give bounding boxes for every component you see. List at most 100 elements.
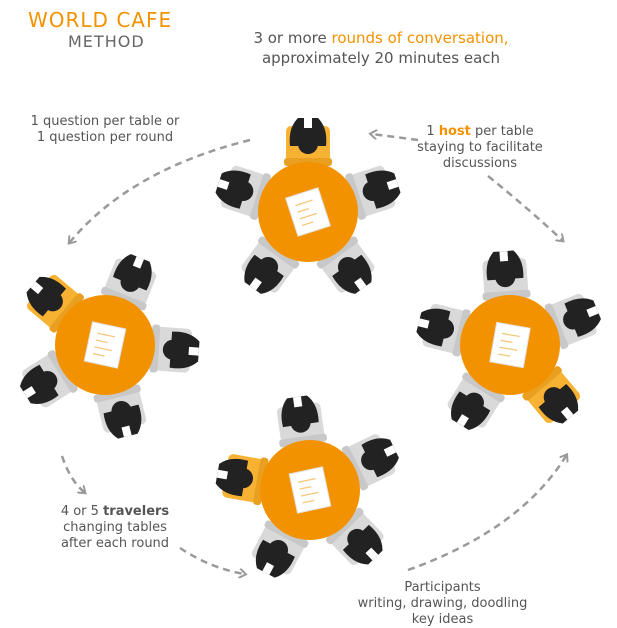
person-head bbox=[362, 181, 383, 202]
table-left bbox=[20, 254, 200, 439]
travelers-line2: changing tables bbox=[63, 520, 167, 535]
person-head bbox=[361, 450, 382, 471]
person-head bbox=[233, 181, 254, 202]
chair-back bbox=[345, 173, 367, 220]
travelers-highlight: travelers bbox=[103, 504, 170, 519]
participant-seat bbox=[325, 507, 384, 566]
host-highlight: host bbox=[438, 124, 471, 139]
host-seat bbox=[215, 454, 269, 506]
rotation-arrows bbox=[60, 134, 566, 574]
participant-seat bbox=[316, 236, 375, 294]
rounds-highlight: rounds of conversation, bbox=[331, 29, 509, 47]
question-line2: 1 question per round bbox=[36, 130, 174, 145]
participants-line2: writing, drawing, doodling bbox=[357, 596, 528, 611]
participant-seat bbox=[482, 250, 531, 301]
question-note: 1 question per table or 1 question per r… bbox=[0, 114, 210, 146]
participant-seat bbox=[251, 520, 309, 578]
person-collar bbox=[456, 414, 469, 427]
participant-seat bbox=[149, 324, 200, 373]
arrow-left-to-travelers bbox=[60, 455, 84, 492]
person-head bbox=[268, 540, 289, 561]
person-head bbox=[290, 412, 311, 433]
arrow-host-to-top bbox=[372, 134, 419, 142]
person-head bbox=[37, 371, 58, 392]
person-collar bbox=[383, 445, 397, 457]
brand-subtitle: METHOD bbox=[68, 32, 145, 51]
participants-line3: key ideas bbox=[411, 612, 474, 627]
person-collar bbox=[23, 386, 36, 399]
person-head bbox=[347, 528, 368, 549]
paper-sheet bbox=[285, 187, 331, 237]
person-head bbox=[233, 468, 254, 489]
rounds-line2: approximately 20 minutes each bbox=[261, 49, 501, 67]
person-collar bbox=[386, 179, 399, 190]
chair-back bbox=[100, 286, 147, 311]
host-line3: discussions bbox=[442, 156, 518, 171]
participants-note: Participants writing, drawing, doodling … bbox=[345, 580, 540, 628]
rounds-prefix: 3 or more bbox=[253, 29, 332, 47]
person-head bbox=[563, 309, 584, 330]
person-collar bbox=[30, 281, 44, 295]
person-collar bbox=[121, 425, 132, 438]
travelers-note: 4 or 5 travelers changing tables after e… bbox=[30, 504, 200, 552]
question-line1: 1 question per table or bbox=[30, 114, 180, 129]
host-seat bbox=[284, 118, 332, 166]
participant-seat bbox=[447, 372, 505, 430]
chair-back bbox=[249, 173, 271, 220]
host-note: 1 host per table staying to facilitate d… bbox=[395, 124, 565, 172]
person-collar bbox=[132, 256, 144, 269]
person-collar bbox=[188, 346, 200, 356]
arrow-host-to-right bbox=[487, 175, 562, 240]
table-right bbox=[416, 250, 601, 430]
chair-back bbox=[544, 303, 569, 350]
participant-seat bbox=[341, 434, 399, 491]
person-head bbox=[258, 256, 279, 277]
person-collar bbox=[292, 396, 303, 408]
host-line2: staying to facilitate bbox=[417, 140, 543, 155]
paper-sheet bbox=[288, 466, 332, 514]
travelers-line3: after each round bbox=[60, 536, 170, 551]
table-top bbox=[215, 118, 401, 294]
brand-title: WORLD CAFE bbox=[28, 8, 173, 32]
person-head bbox=[298, 134, 318, 154]
host-prefix: 1 bbox=[426, 124, 439, 139]
chair-back bbox=[341, 445, 369, 491]
participant-seat bbox=[215, 165, 271, 220]
person-head bbox=[495, 267, 516, 288]
arrow-travelers-to-bottom bbox=[179, 546, 244, 574]
arrow-question-to-left bbox=[70, 138, 251, 242]
tables-group bbox=[20, 118, 601, 578]
person-head bbox=[111, 400, 132, 421]
arrow-participants-to-right bbox=[407, 456, 566, 572]
host-suffix: per table bbox=[470, 124, 534, 139]
person-collar bbox=[217, 179, 230, 190]
person-body bbox=[289, 118, 327, 146]
person-collar bbox=[216, 469, 228, 480]
person-collar bbox=[304, 118, 312, 128]
person-collar bbox=[354, 277, 367, 291]
person-head bbox=[120, 271, 141, 292]
person-head bbox=[463, 392, 484, 413]
paper-sheet bbox=[83, 321, 127, 369]
person-collar bbox=[417, 318, 430, 329]
person-head bbox=[42, 291, 63, 312]
person-collar bbox=[560, 406, 574, 420]
participant-seat bbox=[416, 303, 471, 357]
participant-seat bbox=[93, 384, 147, 439]
participant-seat bbox=[100, 254, 157, 311]
person-head bbox=[162, 339, 183, 360]
person-collar bbox=[586, 306, 599, 318]
person-head bbox=[434, 318, 455, 339]
participant-seat bbox=[345, 165, 401, 220]
participants-line1: Participants bbox=[404, 580, 481, 595]
participant-seat bbox=[276, 395, 328, 448]
person-head bbox=[543, 387, 564, 408]
rounds-caption: 3 or more rounds of conversation, approx… bbox=[226, 28, 536, 68]
paper-sheet bbox=[489, 321, 531, 369]
participant-seat bbox=[20, 350, 78, 408]
travelers-prefix: 4 or 5 bbox=[60, 504, 104, 519]
participant-seat bbox=[544, 293, 601, 350]
person-collar bbox=[262, 562, 275, 575]
person-collar bbox=[365, 547, 379, 561]
